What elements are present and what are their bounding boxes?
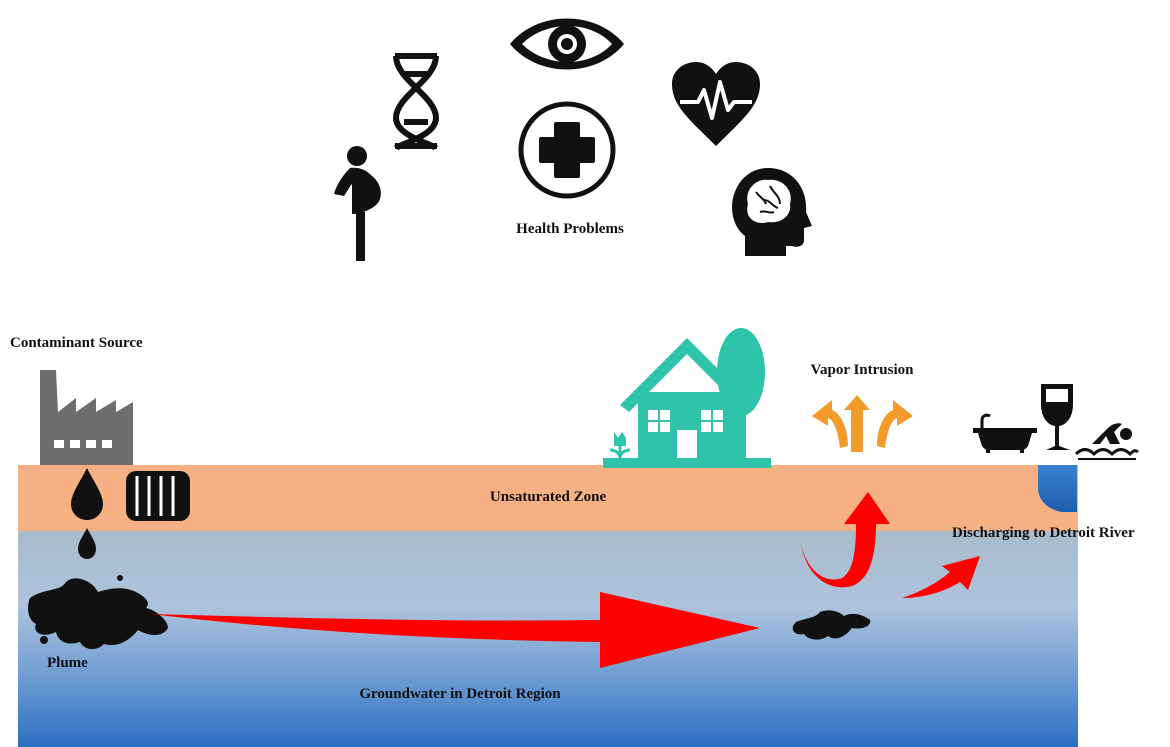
brain-head-icon [732,168,812,256]
factory-icon [40,370,133,465]
groundwater-label: Groundwater in Detroit Region [359,686,561,702]
tree-icon [717,328,765,460]
vapor-intrusion-label: Vapor Intrusion [811,362,915,378]
dna-icon [392,53,440,151]
contaminant-splat-icon [792,610,871,640]
unsaturated-zone [18,465,1078,531]
barrel-icon [126,471,190,521]
eye-icon [510,18,624,70]
wine-glass-icon [1041,384,1073,450]
contaminant-source-label: Contaminant Source [10,335,143,351]
plume-splat-icon [28,578,168,650]
pregnant-woman-icon [334,146,381,261]
river-outlet-icon [1038,465,1077,512]
river-discharge-arrow [902,556,980,598]
upward-curved-arrow [800,492,890,588]
groundwater-flow-arrow [150,592,760,668]
heart-pulse-icon [672,62,760,146]
drop-icon [71,468,103,520]
swimmer-icon [1074,423,1140,460]
drop-icon [78,528,96,559]
medical-cross-icon [518,101,616,199]
vapor-arrows-icon [812,395,913,452]
flower-icon [609,432,631,459]
bathtub-icon [973,413,1037,453]
unsaturated-zone-label: Unsaturated Zone [490,489,607,505]
health-problems-label: Health Problems [516,221,624,237]
discharge-label: Discharging to Detroit River [952,525,1135,541]
plume-label: Plume [47,655,88,671]
